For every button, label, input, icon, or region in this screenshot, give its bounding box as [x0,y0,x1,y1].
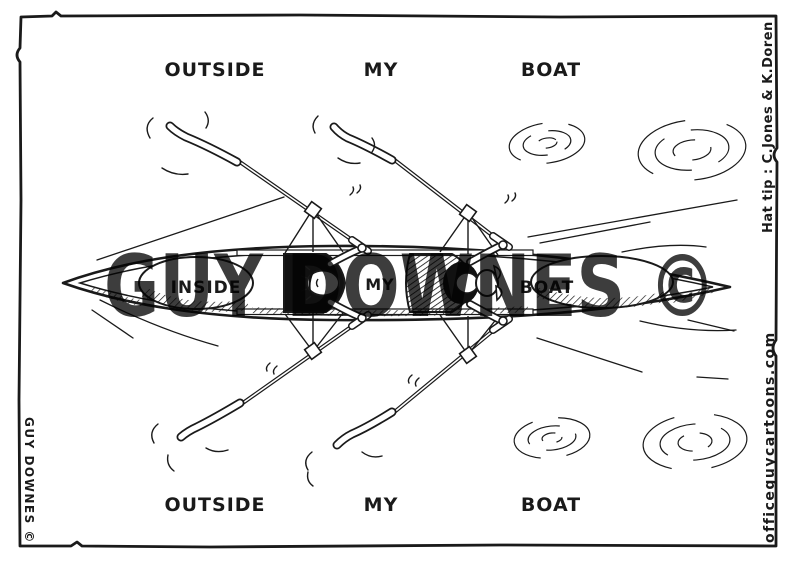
caption-top-boat: BOAT [521,59,581,81]
rower-hands [357,240,508,326]
caption-bottom-boat: BOAT [521,494,581,516]
oar-blades [165,121,397,450]
caption-top-outside: OUTSIDE [164,59,265,81]
oar-handles [348,232,513,334]
water-swirl-bottom-left [513,417,591,459]
oarlocks [303,200,478,365]
rower-2-fists [492,264,503,302]
credit-artist: GUY DOWNES © [22,417,36,544]
rower-2 [405,242,504,324]
slide-rail-top [236,249,534,257]
frame-border [15,10,779,549]
rower-1-hair-spikes [300,265,319,301]
oar-shafts [235,156,508,416]
caption-bottom-outside: OUTSIDE [164,494,265,516]
rowing-boat-hull [61,244,732,322]
rower-1 [283,245,364,321]
watermark-text: GUY DOWNES © [104,237,716,337]
riggers [284,211,499,353]
water-swirl-top-left [508,121,586,165]
water-swirl-top-right [637,119,747,181]
oars [146,111,517,487]
caption-top-my: MY [364,59,399,81]
speed-lines-right [527,199,738,380]
rower-1-head [306,269,340,297]
rower-2-arms [466,242,504,324]
blade-motion-marks [146,111,517,487]
boat-label-boat: BOAT [520,278,574,298]
rower-1-hair [308,270,315,295]
credit-website: officeguycartoons.com [762,331,778,543]
caption-bottom-my: MY [364,494,399,516]
boat-label-my: MY [365,275,395,294]
rower-2-face [475,269,499,297]
boat-label-inside: INSIDE [171,278,242,298]
credit-hat-tip: Hat tip : C.Jones & K.Doren [761,21,776,233]
water-swirl-bottom-right [642,413,748,471]
speed-lines-left [91,196,285,347]
